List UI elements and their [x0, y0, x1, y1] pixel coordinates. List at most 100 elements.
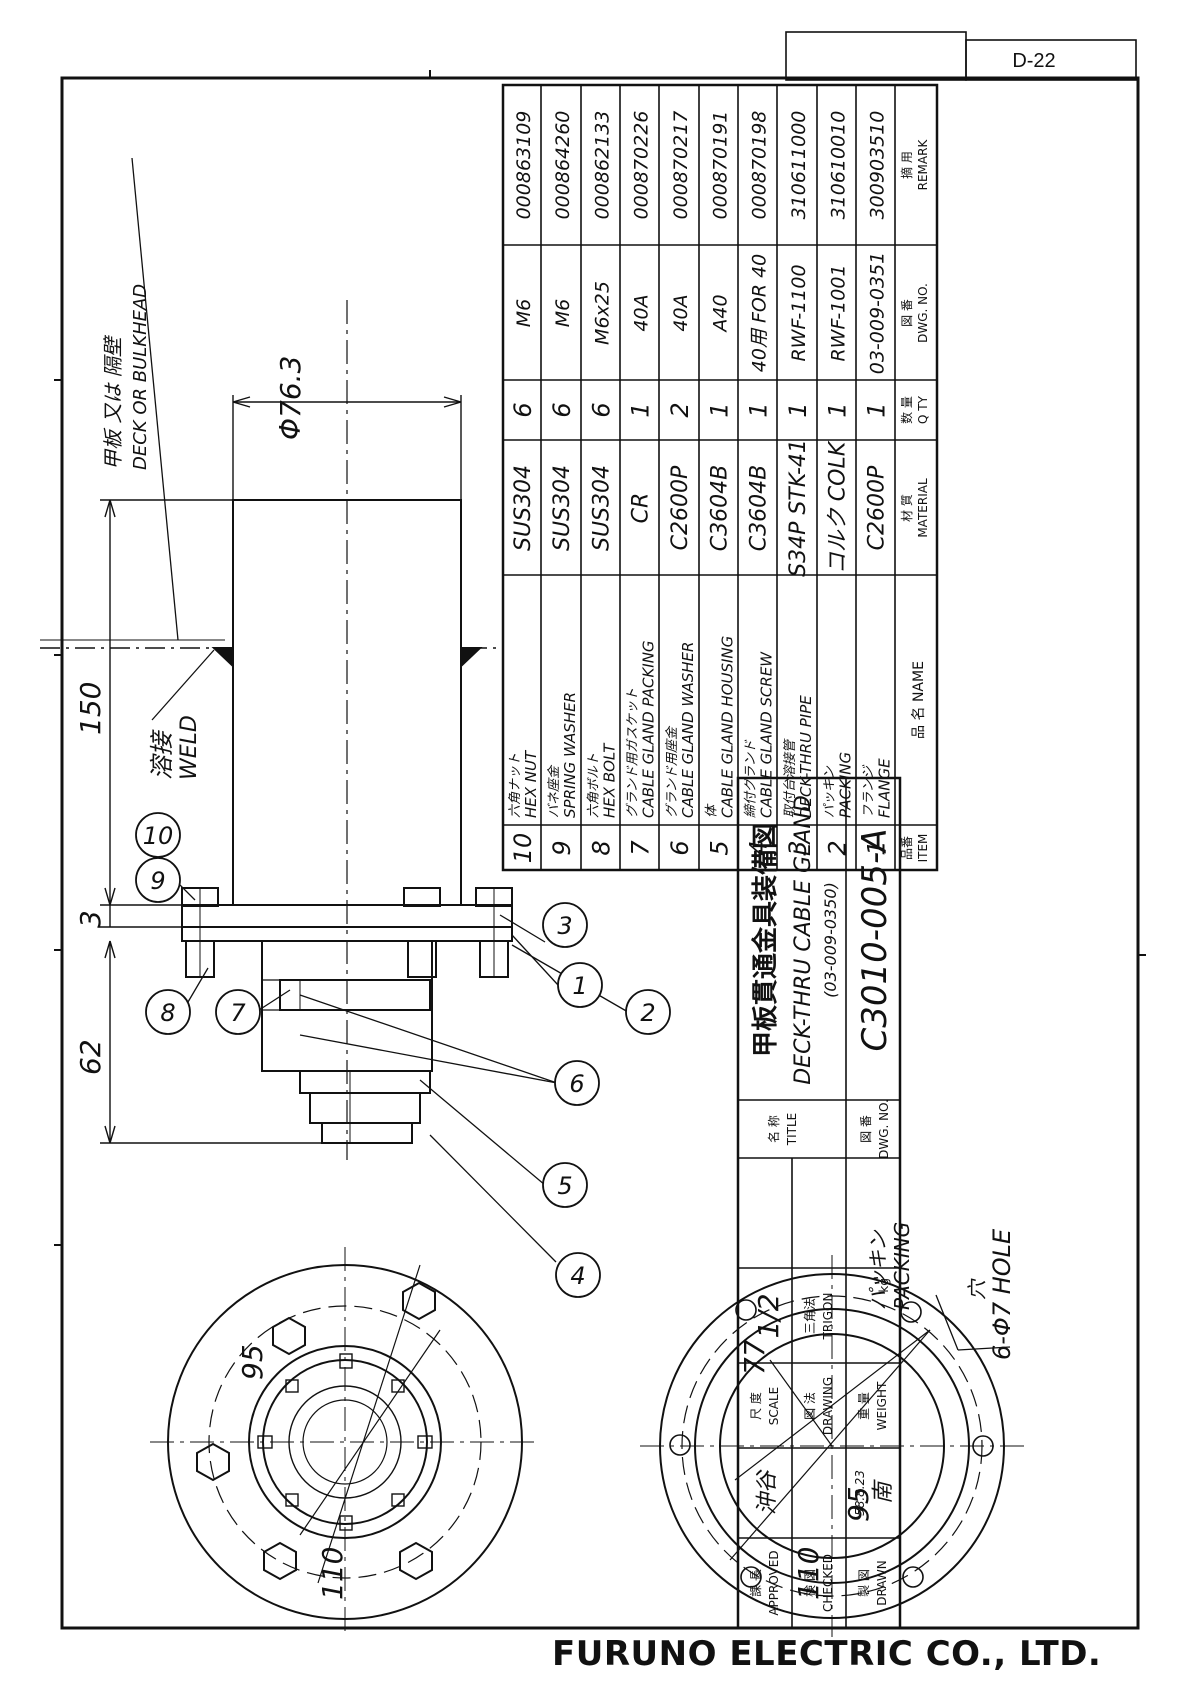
dim-3: 3	[74, 910, 107, 928]
leader-lines	[131, 157, 1011, 1351]
parts-dwg-no: 40用 FOR 40	[749, 254, 771, 373]
tb-title-sub: (03-009-0350)	[821, 882, 840, 998]
tb-drawing-val-en: TRIGON	[821, 1293, 835, 1341]
parts-qty: 1	[706, 402, 734, 417]
parts-material: SUS304	[590, 465, 615, 551]
company-footer: FURUNO ELECTRIC CO., LTD.	[552, 1634, 1102, 1674]
dim-62: 62	[74, 1039, 107, 1075]
packing-annotation: パッキン PACKING	[866, 1222, 914, 1310]
gland-packing	[279, 979, 431, 1011]
balloons	[135, 812, 671, 1298]
parts-material: SUS304	[511, 465, 536, 551]
hdr-qty-jp: 数 量	[899, 396, 914, 424]
sheet-header-boxes	[785, 31, 1137, 81]
parts-item-number: 8	[588, 840, 616, 855]
balloon-2: 2	[640, 999, 655, 1027]
border-ticks	[54, 70, 1146, 1246]
parts-material: S34P STK-41	[786, 439, 811, 577]
hdr-item-jp: 品番	[900, 836, 914, 860]
tb-title-jp: 甲板貫通金具装備図	[750, 823, 781, 1057]
hdr-remark-jp: 摘 用	[899, 151, 914, 179]
tb-scale-val: 1/2	[752, 1293, 785, 1338]
tb-approved-jp: 課 長	[748, 1569, 763, 1597]
tb-scale-jp: 尺 度	[748, 1392, 763, 1420]
parts-qty: 6	[548, 402, 576, 417]
parts-remark: 000870226	[631, 111, 653, 220]
parts-dwg-no: RWF-1001	[828, 264, 850, 361]
parts-qty: 6	[588, 402, 616, 417]
parts-dwg-no: 03-009-0351	[867, 252, 889, 375]
tb-weight-unit: kg	[877, 1278, 891, 1293]
parts-table-header: 品番 ITEM 品 名 NAME 材 質 MATERIAL 数 量 Q TY 図…	[899, 139, 930, 863]
hdr-mat-en: MATERIAL	[916, 478, 930, 538]
tb-drawn-en: DRAWN	[875, 1560, 889, 1606]
dim-95-top: 95	[236, 1344, 269, 1380]
parts-material: C3604B	[747, 465, 772, 551]
balloon-7: 7	[230, 999, 246, 1027]
parts-name-jp: バネ座金	[546, 764, 562, 818]
parts-remark: 310610010	[828, 111, 850, 220]
parts-remark: 000863109	[513, 111, 535, 220]
parts-item-number: 4	[745, 840, 773, 855]
parts-item-number: 7	[627, 840, 655, 856]
drawing-border	[60, 76, 1140, 1630]
title-block: 課 長 APPROVED 沖谷 検 図 CHECKED 製 図 DRAWN 58…	[736, 776, 902, 1630]
dim-95-bot: 95	[842, 1486, 875, 1522]
parts-name-jp: 六角ナット	[508, 753, 523, 818]
tb-title-label-en: TITLE	[785, 1113, 799, 1146]
parts-dwg-no: 40A	[631, 294, 653, 331]
tb-weight-en: WEIGHT	[875, 1381, 889, 1430]
parts-remark: 000870198	[749, 111, 771, 220]
parts-qty: 1	[863, 402, 891, 417]
parts-item-number: 5	[706, 840, 734, 855]
gland-screw	[299, 1070, 431, 1094]
parts-material: C2600P	[668, 465, 693, 550]
tb-drawn-date: 58.8.23	[853, 1470, 867, 1516]
tb-title-label-jp: 名 称	[766, 1115, 781, 1143]
parts-dwg-no: A40	[710, 294, 732, 333]
parts-item-number: 9	[548, 840, 576, 855]
weld-right	[460, 647, 483, 669]
tb-drawn-jp: 製 図	[857, 1569, 871, 1597]
tb-dwgno-label-jp: 図 番	[859, 1115, 873, 1143]
tb-checked-jp: 検 図	[803, 1569, 817, 1597]
hdr-dwg-jp: 図 番	[900, 299, 914, 327]
parts-name-en: CABLE GLAND WASHER	[679, 642, 697, 818]
parts-name-en: HEX NUT	[522, 749, 540, 818]
weld-label-jp: 溶接	[148, 729, 176, 780]
hdr-qty-en: Q TY	[916, 395, 930, 424]
hdr-item-en: ITEM	[916, 834, 930, 863]
parts-name-en: FLANGE	[876, 758, 894, 818]
bolt-right	[475, 887, 513, 978]
tb-drawing-en: DRAWING	[821, 1377, 835, 1435]
parts-name-jp: 体	[705, 803, 720, 818]
parts-dwg-no: M6x25	[592, 281, 614, 345]
weld-left	[211, 647, 234, 669]
parts-material: C3604B	[708, 465, 733, 551]
balloon-10: 10	[143, 822, 174, 850]
packing-label-en: PACKING	[890, 1222, 914, 1310]
hdr-dwg-en: DWG. NO.	[916, 283, 930, 343]
tb-drawing-val-jp: 三角法	[803, 1298, 817, 1334]
parts-remark: 000870217	[670, 111, 692, 220]
dim-77: 77	[738, 1339, 771, 1375]
packing-label-jp: パッキン	[866, 1230, 890, 1310]
parts-name-en: CABLE GLAND HOUSING	[719, 636, 737, 818]
parts-item-number: 6	[666, 840, 694, 855]
parts-qty: 1	[745, 402, 773, 417]
parts-remark: 000870191	[710, 111, 732, 220]
end-view-flange	[150, 1247, 540, 1637]
parts-name-en: CABLE GLAND PACKING	[640, 640, 658, 818]
parts-material: C2600P	[865, 465, 890, 550]
balloon-5: 5	[557, 1172, 572, 1200]
parts-name-jp: パッキン	[823, 765, 838, 818]
balloon-1: 1	[572, 972, 587, 1000]
dim-dia-76-3: Φ76.3	[274, 356, 307, 440]
deck-label-jp: 甲板 又は 隔壁	[101, 334, 125, 470]
tb-approved-en: APPROVED	[767, 1550, 781, 1615]
balloon-6: 6	[569, 1070, 584, 1098]
parts-qty: 1	[824, 402, 852, 417]
balloon-9: 9	[150, 867, 165, 895]
